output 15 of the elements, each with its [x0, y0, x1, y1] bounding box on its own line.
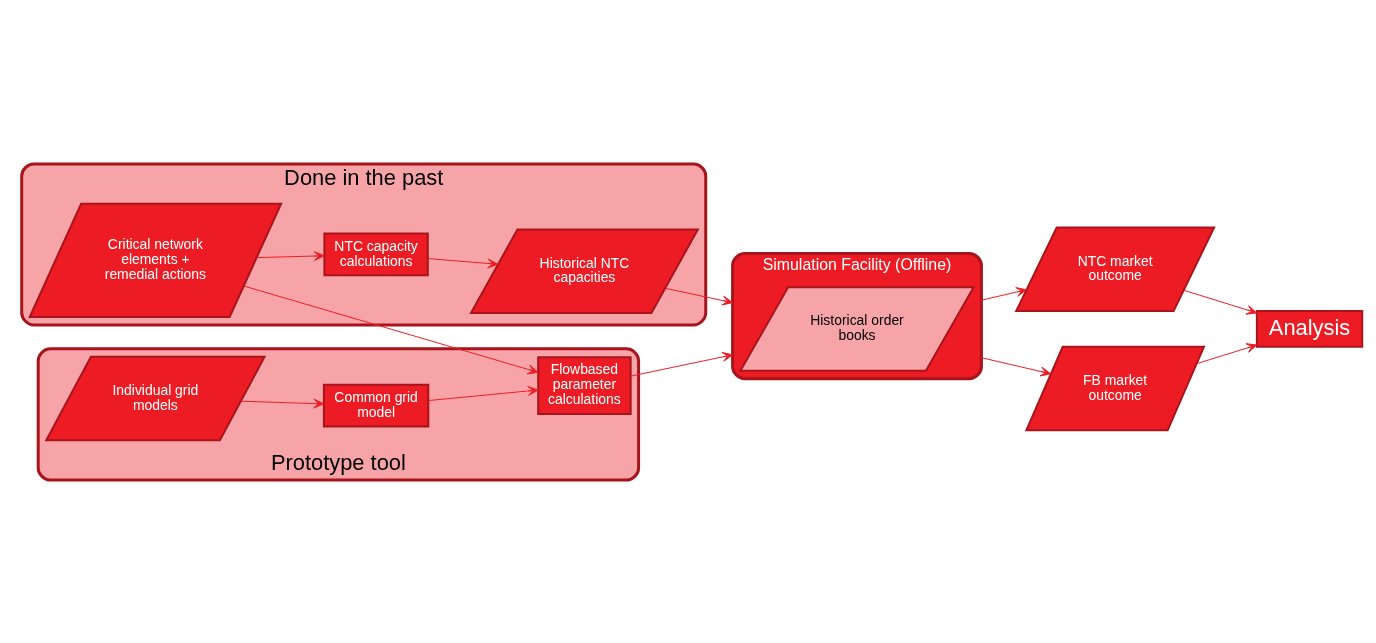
arrow	[980, 286, 1027, 301]
node-box: Analysis	[1255, 309, 1364, 348]
arrow	[665, 287, 734, 305]
arrow	[980, 356, 1052, 376]
node-box: Flowbased parameter calculations	[537, 355, 632, 415]
arrow	[1183, 289, 1258, 315]
node-box: NTC capacity calculations	[323, 232, 429, 276]
arrow	[240, 398, 325, 408]
arrow	[427, 257, 499, 268]
arrow	[427, 385, 539, 401]
arrow	[1196, 342, 1258, 364]
arrow	[630, 351, 734, 377]
arrow	[243, 285, 539, 374]
node-box: Common grid model	[322, 383, 430, 427]
arrow	[256, 250, 325, 261]
